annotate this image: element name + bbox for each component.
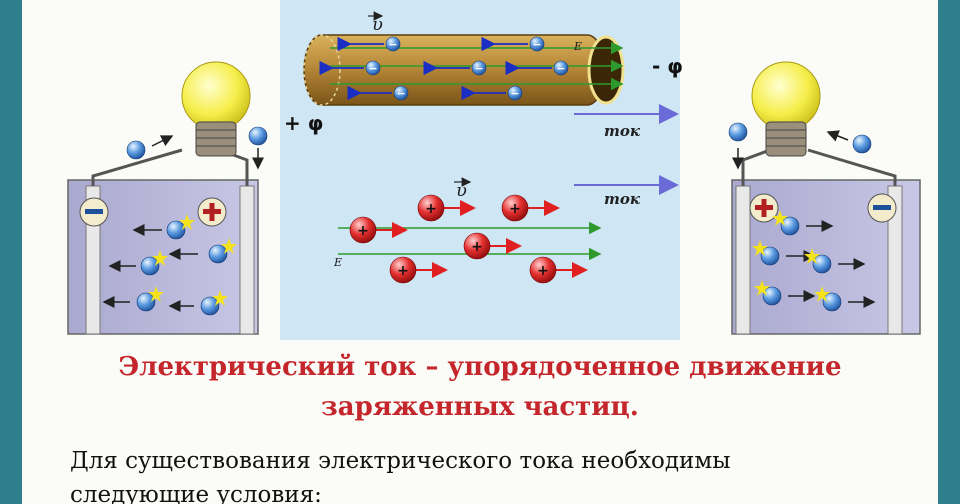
right-electrons bbox=[728, 122, 876, 312]
body-line-2: следующие условия: bbox=[70, 482, 322, 504]
title-line-1: Электрический ток – упорядоченное движен… bbox=[118, 352, 842, 382]
tube-electron-velocity-arrows bbox=[319, 36, 552, 101]
velocity-symbol-bottom: υ bbox=[456, 180, 467, 201]
svg-text:−: − bbox=[388, 38, 397, 51]
slide: −−− −−−− υ E - φ + φ ток ток υ E bbox=[22, 0, 938, 504]
positive-ions bbox=[349, 194, 557, 284]
tube-electrons bbox=[365, 36, 569, 101]
ion-signs: + + + + + + bbox=[357, 201, 549, 279]
physics-diagram: −−− −−−− υ E - φ + φ ток ток υ E bbox=[67, 11, 921, 335]
svg-text:−: − bbox=[532, 38, 541, 51]
svg-text:+: + bbox=[397, 263, 409, 279]
current-label-top: ток bbox=[604, 122, 641, 140]
svg-text:+: + bbox=[425, 201, 437, 217]
svg-text:+: + bbox=[471, 239, 483, 255]
left-bulb bbox=[181, 61, 251, 157]
svg-text:+: + bbox=[509, 201, 521, 217]
body-line-1: Для существования электрического тока не… bbox=[70, 448, 731, 474]
plus-phi-label: + φ bbox=[284, 111, 323, 135]
svg-text:−: − bbox=[510, 87, 519, 100]
ion-velocity-arrows bbox=[376, 200, 588, 278]
svg-text:−: − bbox=[396, 87, 405, 100]
svg-text:−: − bbox=[474, 62, 483, 75]
svg-text:+: + bbox=[537, 263, 549, 279]
left-electrons bbox=[102, 126, 268, 316]
minus-phi-label: - φ bbox=[652, 54, 683, 78]
field-symbol-top: E bbox=[573, 40, 582, 53]
svg-text:−: − bbox=[368, 62, 377, 75]
svg-text:+: + bbox=[357, 223, 369, 239]
title-line-2: заряженных частиц. bbox=[321, 392, 639, 422]
field-symbol-bottom: E bbox=[333, 256, 342, 269]
tube-electron-signs: −−− −−−− bbox=[368, 38, 565, 100]
current-label-bottom: ток bbox=[604, 190, 641, 208]
velocity-symbol-top: υ bbox=[372, 14, 383, 35]
svg-text:−: − bbox=[556, 62, 565, 75]
right-bulb bbox=[751, 61, 821, 157]
